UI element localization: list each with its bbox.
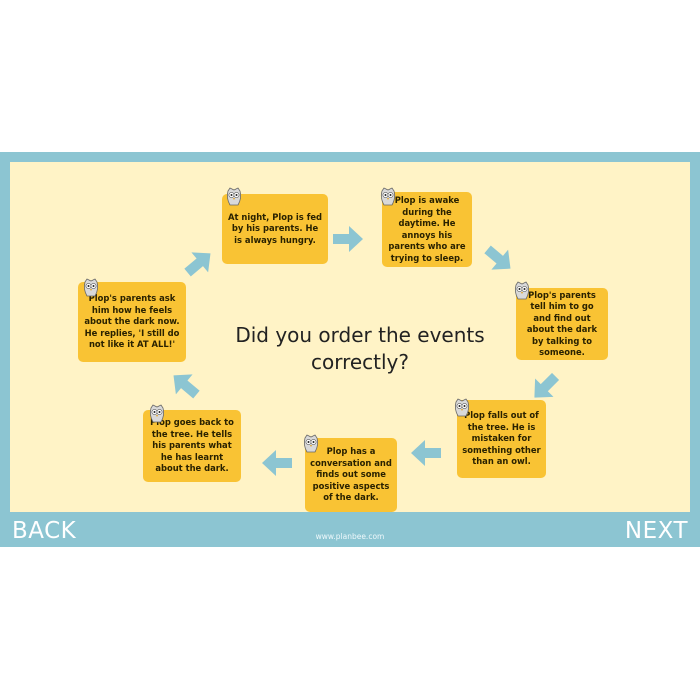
owl-icon xyxy=(83,278,99,297)
arrow-left-icon xyxy=(411,440,441,466)
slide-content: Did you order the events correctly? At n… xyxy=(10,162,690,512)
event-text: Plop's parents tell him to go and find o… xyxy=(526,289,598,358)
arrow-left-icon xyxy=(262,450,292,476)
event-text: Plop has a conversation and finds out so… xyxy=(310,446,392,503)
owl-icon xyxy=(226,187,242,206)
arrow-up-left-icon xyxy=(173,374,200,399)
event-card-7: Plop's parents ask him how he feels abou… xyxy=(78,282,186,362)
event-card-6: Plop goes back to the tree. He tells his… xyxy=(143,410,241,482)
owl-icon xyxy=(303,434,319,453)
question-text: Did you order the events correctly? xyxy=(235,323,485,374)
event-text: Plop goes back to the tree. He tells his… xyxy=(150,417,234,474)
event-card-4: Plop falls out of the tree. He is mistak… xyxy=(457,400,546,478)
event-text: Plop falls out of the tree. He is mistak… xyxy=(462,410,541,467)
arrow-down-left-icon xyxy=(534,372,560,398)
arrow-up-right-icon xyxy=(184,252,211,277)
arrow-right-icon xyxy=(333,226,363,252)
event-card-5: Plop has a conversation and finds out so… xyxy=(305,438,397,512)
back-button[interactable]: BACK xyxy=(12,518,77,544)
owl-icon xyxy=(454,398,470,417)
event-card-3: Plop's parents tell him to go and find o… xyxy=(516,288,608,360)
event-text: Plop is awake during the daytime. He ann… xyxy=(388,195,466,263)
next-button[interactable]: NEXT xyxy=(624,518,688,544)
owl-icon xyxy=(149,404,165,423)
owl-icon xyxy=(380,187,396,206)
event-text: At night, Plop is fed by his parents. He… xyxy=(227,211,323,245)
arrow-down-right-icon xyxy=(484,245,511,270)
owl-icon xyxy=(514,281,530,300)
event-text: Plop's parents ask him how he feels abou… xyxy=(84,293,180,350)
slide-frame: Did you order the events correctly? At n… xyxy=(0,152,700,547)
event-card-2: Plop is awake during the daytime. He ann… xyxy=(382,192,472,267)
event-card-1: At night, Plop is fed by his parents. He… xyxy=(222,194,328,264)
footer-url: www.planbee.com xyxy=(315,532,385,541)
